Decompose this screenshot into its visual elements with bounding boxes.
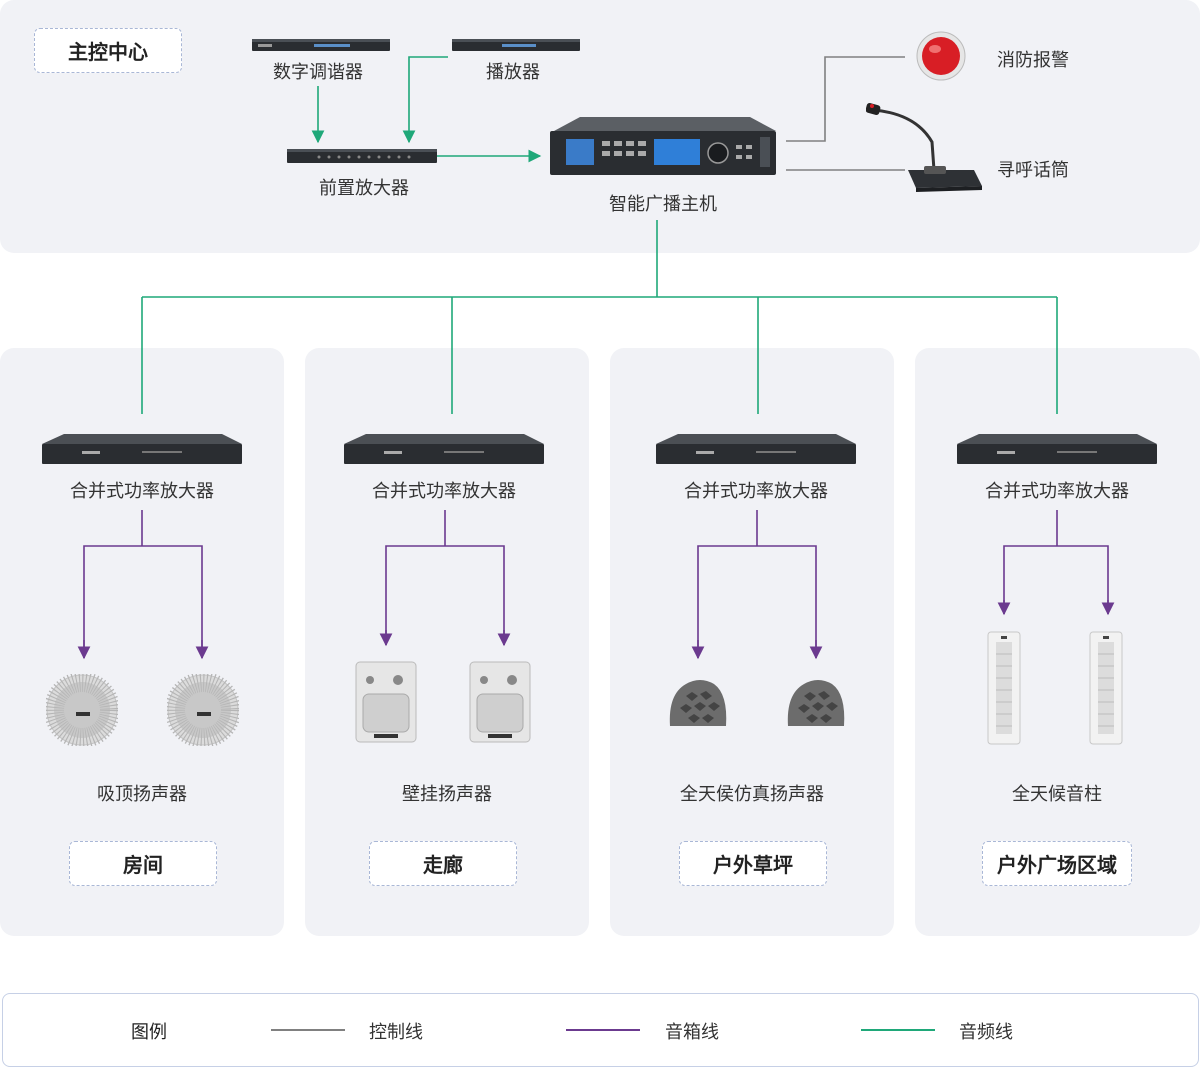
legend: 图例 控制线 音箱线 音频线	[2, 993, 1199, 1067]
column-speaker-label: 全天候音柱	[1012, 784, 1102, 805]
area-tag-room: 房间	[69, 841, 217, 886]
broadcast-host-device-icon	[550, 117, 776, 175]
legend-control-line-label: 控制线	[369, 1022, 423, 1043]
fire-alarm-icon	[916, 31, 966, 81]
ceiling-speaker-icon	[46, 674, 118, 746]
column-speaker-icon	[1089, 631, 1123, 745]
speaker-line-plaza	[1003, 510, 1109, 614]
wall-speaker-icon	[469, 661, 531, 743]
speaker-line-lawn	[697, 510, 817, 658]
player-label: 播放器	[486, 62, 540, 83]
wall-speaker-label: 壁挂扬声器	[402, 784, 492, 805]
area-tag-plaza: 户外广场区域	[982, 841, 1132, 886]
area-tag-lawn: 户外草坪	[679, 841, 827, 886]
tuner-label: 数字调谐器	[273, 62, 363, 83]
legend-control-line-swatch	[271, 1029, 345, 1031]
tuner-device-icon	[252, 39, 390, 51]
speaker-line-room	[83, 510, 203, 658]
control-line-fire-alarm	[786, 56, 905, 142]
speaker-line-corridor	[385, 510, 505, 645]
amplifier-plaza-icon	[957, 434, 1157, 464]
preamp-label: 前置放大器	[319, 178, 409, 199]
ceiling-speaker-label: 吸顶扬声器	[97, 784, 187, 805]
legend-audio-line-swatch	[861, 1029, 935, 1031]
ceiling-speaker-icon	[167, 674, 239, 746]
legend-audio-line-label: 音频线	[959, 1022, 1013, 1043]
legend-title: 图例	[131, 1022, 167, 1043]
legend-speaker-line-label: 音箱线	[665, 1022, 719, 1043]
amplifier-lawn-label: 合并式功率放大器	[684, 481, 828, 502]
amplifier-corridor-label: 合并式功率放大器	[372, 481, 516, 502]
control-center-title: 主控中心	[34, 28, 182, 73]
amplifier-corridor-icon	[344, 434, 544, 464]
amplifier-room-label: 合并式功率放大器	[70, 481, 214, 502]
area-tag-corridor: 走廊	[369, 841, 517, 886]
rock-speaker-icon	[787, 680, 845, 726]
preamp-device-icon	[287, 149, 437, 163]
rock-speaker-icon	[669, 680, 727, 726]
fire-alarm-label: 消防报警	[997, 50, 1069, 71]
amplifier-plaza-label: 合并式功率放大器	[985, 481, 1129, 502]
audio-line-player-preamp	[402, 56, 448, 144]
column-speaker-icon	[987, 631, 1021, 745]
player-device-icon	[452, 39, 580, 51]
paging-microphone-icon	[866, 103, 982, 192]
legend-speaker-line-swatch	[566, 1029, 640, 1031]
broadcast-host-label: 智能广播主机	[609, 194, 717, 215]
amplifier-room-icon	[42, 434, 242, 464]
amplifier-lawn-icon	[656, 434, 856, 464]
paging-microphone-label: 寻呼话筒	[997, 160, 1069, 181]
wall-speaker-icon	[355, 661, 417, 743]
rock-speaker-label: 全天侯仿真扬声器	[680, 784, 824, 805]
